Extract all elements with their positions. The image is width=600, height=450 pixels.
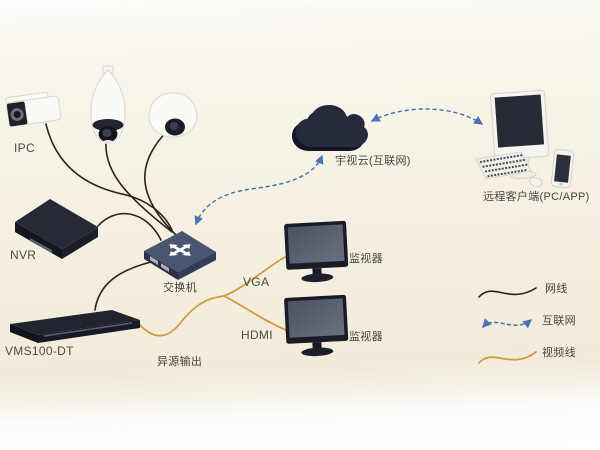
internet-links — [194, 108, 484, 226]
smartphone — [550, 149, 574, 189]
legend-network-line — [478, 287, 537, 298]
legend-video-label: 视频线 — [542, 347, 576, 359]
cloud-label: 宇视云(互联网) — [335, 155, 411, 167]
bullet-camera — [5, 91, 62, 127]
keyboard — [475, 151, 532, 180]
monitor-hdmi — [284, 294, 350, 358]
monitor-vga-label: 监视器 — [349, 253, 383, 265]
switch-arrows-icon — [169, 244, 191, 256]
cable-dome-to-switch — [144, 130, 177, 236]
cable-hdmi — [223, 295, 287, 331]
nvr-device — [15, 199, 98, 259]
decoder-device — [10, 310, 140, 343]
decoder-output-label: 异源输出 — [157, 356, 203, 368]
monitor-hdmi-label: 监视器 — [349, 331, 383, 343]
cable-nvr-to-switch — [97, 212, 162, 241]
cable-ptz-to-switch — [105, 140, 173, 233]
mini-dome-camera — [148, 92, 198, 138]
monitor-vga — [284, 220, 350, 284]
cloud-shape — [292, 105, 368, 151]
mouse — [529, 177, 543, 187]
link-cloud-client — [370, 108, 484, 125]
nvr-label: NVR — [10, 248, 37, 262]
cable-switch-to-decoder — [94, 261, 152, 311]
legend-lines — [478, 287, 537, 364]
link-switch-cloud — [194, 154, 324, 226]
cable-decoder-trunk — [137, 295, 225, 337]
switch-label: 交换机 — [163, 282, 197, 294]
switch-device — [144, 231, 216, 280]
ptz-dome-camera — [90, 65, 126, 144]
vga-cable-label: VGA — [243, 275, 270, 289]
decoder-label: VMS100-DT — [5, 344, 74, 358]
legend-internet-label: 互联网 — [542, 315, 576, 327]
legend-network-label: 网线 — [545, 283, 568, 295]
network-cables — [45, 123, 177, 311]
legend-video-line — [478, 351, 537, 364]
legend-internet-line — [482, 318, 533, 329]
cable-vga — [223, 256, 286, 297]
hdmi-cable-label: HDMI — [241, 328, 273, 342]
cable-bullet-to-switch — [45, 123, 173, 231]
video-cables — [137, 256, 287, 337]
ipc-label: IPC — [14, 141, 35, 155]
remote-client-label: 远程客户端(PC/APP) — [483, 191, 590, 203]
